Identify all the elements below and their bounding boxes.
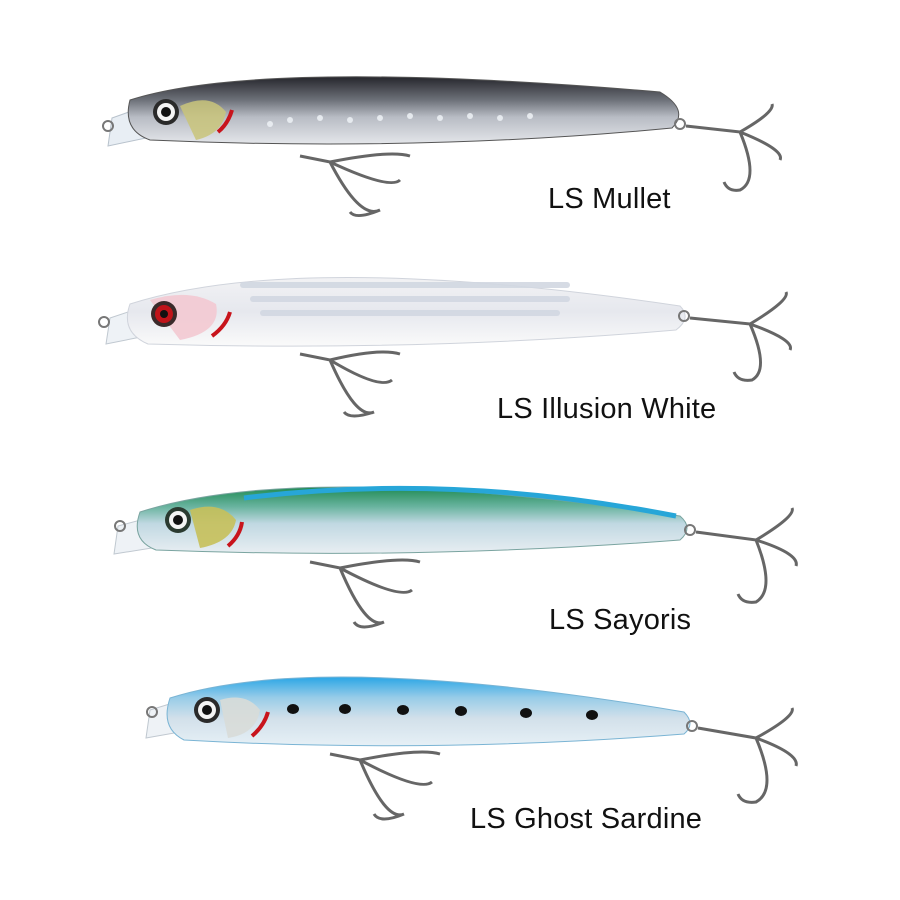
lure-ls-mullet-image: [102, 76, 782, 217]
lure-ls-ghost-sardine-image: [145, 676, 798, 821]
lure-ls-illusion-white-image: [98, 277, 792, 418]
lure-name-label: LS Ghost Sardine: [470, 803, 703, 835]
lure-ls-mullet: LS Mullet: [0, 0, 900, 240]
lure-name-label: LS Sayoris: [549, 604, 692, 636]
lure-name-label: LS Illusion White: [497, 393, 717, 425]
lure-ls-illusion-white: LS Illusion White: [0, 240, 900, 450]
lure-ls-sayoris-image: [113, 485, 798, 629]
lure-ls-sayoris: LS Sayoris: [0, 450, 900, 650]
lure-ls-ghost-sardine: LS Ghost Sardine: [0, 650, 900, 900]
lure-name-label: LS Mullet: [548, 183, 671, 215]
